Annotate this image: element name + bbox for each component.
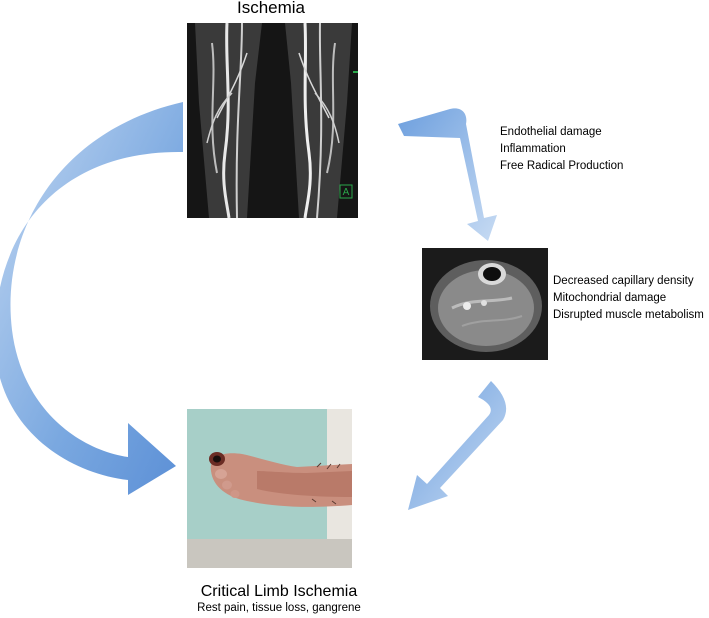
muscle-mri-image [422,248,548,360]
mechanisms-list: Endothelial damage Inflammation Free Rad… [500,124,623,175]
foot-photo-drawing [187,409,352,568]
scan-marker: A [343,187,350,198]
ischemia-title: Ischemia [236,0,306,17]
effects-list: Decreased capillary density Mitochondria… [553,273,704,324]
critical-limb-ischemia-subtitle: Rest pain, tissue loss, gangrene [197,602,361,614]
mechanism-item: Free Radical Production [500,160,624,172]
muscle-mri-drawing [422,248,548,360]
mechanism-item: Endothelial damage [500,126,602,138]
curved-arrow-big [0,102,183,495]
effect-item: Mitochondrial damage [553,292,667,304]
mechanism-item: Inflammation [500,143,566,155]
angiogram-drawing: A [187,23,358,218]
bent-arrow-top [398,108,497,241]
bent-arrow-bottom [408,381,507,510]
effect-item: Disrupted muscle metabolism [553,309,704,321]
critical-limb-ischemia-title: Critical Limb Ischemia [200,583,358,600]
effect-item: Decreased capillary density [553,275,694,287]
angiogram-image: A [187,23,358,218]
foot-photo [187,409,352,568]
